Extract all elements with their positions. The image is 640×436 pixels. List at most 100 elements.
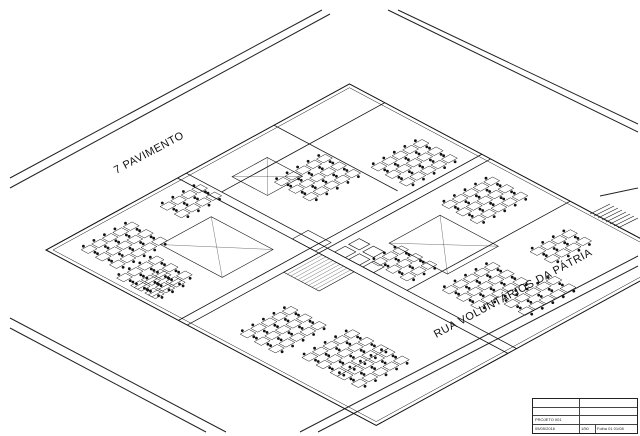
- desk-chair-cluster-icon: [207, 203, 211, 207]
- workstation-desk: [347, 342, 364, 352]
- workstation-desk: [524, 287, 542, 297]
- desk-chair-cluster-icon: [149, 289, 152, 293]
- desk-chair-cluster-icon: [468, 213, 471, 217]
- workstation-desk: [315, 359, 333, 370]
- workstation-desk: [455, 207, 473, 217]
- desk-chair-cluster-icon: [120, 254, 124, 257]
- desk-chair-cluster-icon: [346, 181, 350, 184]
- desk-chair-cluster-icon: [182, 201, 186, 205]
- desk-chair-cluster-icon: [425, 145, 429, 149]
- desk-chair-cluster-icon: [530, 312, 534, 316]
- workstation-desk: [205, 191, 223, 201]
- desk-chair-cluster-icon: [93, 250, 97, 254]
- desk-chair-cluster-icon: [453, 194, 456, 197]
- desk-chair-cluster-icon: [204, 190, 207, 194]
- desk-chair-cluster-icon: [290, 332, 293, 336]
- stair-tread: [290, 256, 326, 277]
- desk-chair-cluster-icon: [492, 215, 496, 219]
- entrance-ramp: [589, 203, 639, 229]
- desk-chair-cluster-icon: [372, 257, 376, 260]
- workstation-desk: [554, 248, 572, 258]
- desk-chair-cluster-icon: [373, 367, 376, 371]
- desk-chair-cluster-icon: [397, 175, 401, 179]
- workstation-desk: [441, 285, 459, 295]
- desk-chair-cluster-icon: [481, 294, 485, 298]
- sheet-border-line: [299, 255, 639, 433]
- desk-chair-cluster-icon: [125, 233, 128, 237]
- workstation-desk: [535, 281, 552, 291]
- workstation-desk: [575, 236, 593, 246]
- desk-chair-cluster-icon: [468, 298, 472, 302]
- desk-chair-cluster-icon: [128, 246, 132, 250]
- workstation-desk: [80, 244, 98, 254]
- workstation-desk: [105, 246, 123, 256]
- desk-chair-cluster-icon: [324, 352, 328, 356]
- workstation-desk: [333, 174, 351, 184]
- desk-chair-cluster-icon: [431, 160, 435, 163]
- workstation-desk: [122, 221, 140, 231]
- workstation-desk: [391, 150, 409, 160]
- desk-chair-cluster-icon: [188, 276, 192, 280]
- workstation-desk: [452, 279, 470, 289]
- desk-chair-cluster-icon: [369, 354, 373, 357]
- desk-chair-cluster-icon: [525, 287, 529, 291]
- workstation-desk: [381, 156, 398, 166]
- desk-chair-cluster-icon: [314, 198, 318, 202]
- workstation-desk: [378, 348, 396, 358]
- desk-chair-cluster-icon: [393, 245, 397, 249]
- desk-chair-cluster-icon: [485, 188, 489, 192]
- desk-chair-cluster-icon: [384, 350, 388, 354]
- desk-chair-cluster-icon: [352, 356, 355, 359]
- desk-chair-cluster-icon: [311, 185, 315, 188]
- ramp-step: [605, 211, 627, 223]
- desk-chair-cluster-icon: [412, 278, 415, 282]
- desk-chair-cluster-icon: [145, 276, 149, 280]
- desk-chair-cluster-icon: [153, 280, 157, 284]
- desk-chair-cluster-icon: [502, 283, 506, 286]
- workstation-desk: [559, 283, 577, 293]
- workstation-desk: [287, 184, 305, 194]
- workstation-desk: [295, 313, 313, 323]
- desk-chair-cluster-icon: [349, 354, 353, 358]
- desk-chair-cluster-icon: [518, 306, 522, 310]
- desk-chair-cluster-icon: [485, 262, 488, 265]
- workstation-desk: [479, 208, 497, 219]
- desk-chair-cluster-icon: [433, 266, 437, 270]
- workstation-desk: [469, 214, 487, 224]
- desk-chair-cluster-icon: [530, 246, 534, 250]
- desk-chair-cluster-icon: [489, 201, 492, 205]
- workstation-desk: [405, 158, 423, 168]
- desk-chair-cluster-icon: [104, 245, 107, 248]
- elevator-shaft: [362, 260, 385, 273]
- desk-chair-cluster-icon: [148, 255, 152, 259]
- workstation-desk: [133, 282, 151, 292]
- desk-chair-cluster-icon: [397, 259, 400, 262]
- desk-chair-cluster-icon: [470, 214, 474, 218]
- desk-chair-cluster-icon: [141, 242, 145, 246]
- desk-chair-cluster-icon: [400, 177, 403, 181]
- desk-chair-cluster-icon: [107, 258, 111, 262]
- desk-chair-cluster-icon: [502, 197, 506, 201]
- desk-chair-cluster-icon: [496, 182, 499, 186]
- desk-chair-cluster-icon: [96, 252, 99, 256]
- workstation-desk: [361, 372, 379, 383]
- desk-chair-cluster-icon: [492, 288, 496, 292]
- desk-chair-cluster-icon: [408, 265, 412, 268]
- desk-chair-cluster-icon: [566, 242, 569, 246]
- desk-chair-cluster-icon: [541, 241, 545, 244]
- desk-chair-cluster-icon: [297, 177, 300, 181]
- desk-chair-cluster-icon: [308, 319, 312, 323]
- stair-tread: [315, 269, 351, 290]
- desk-chair-cluster-icon: [478, 281, 481, 284]
- desk-chair-cluster-icon: [408, 170, 411, 174]
- desk-chair-cluster-icon: [373, 344, 376, 348]
- desk-chair-cluster-icon: [577, 248, 581, 252]
- workstation-desk: [326, 354, 343, 364]
- desk-chair-cluster-icon: [516, 305, 519, 308]
- desk-chair-cluster-icon: [453, 160, 457, 164]
- workstation-desk: [129, 248, 147, 258]
- workstation-desk: [332, 335, 350, 345]
- workstation-desk: [451, 193, 469, 204]
- workstation-desk: [312, 186, 330, 196]
- desk-chair-cluster-icon: [307, 171, 311, 175]
